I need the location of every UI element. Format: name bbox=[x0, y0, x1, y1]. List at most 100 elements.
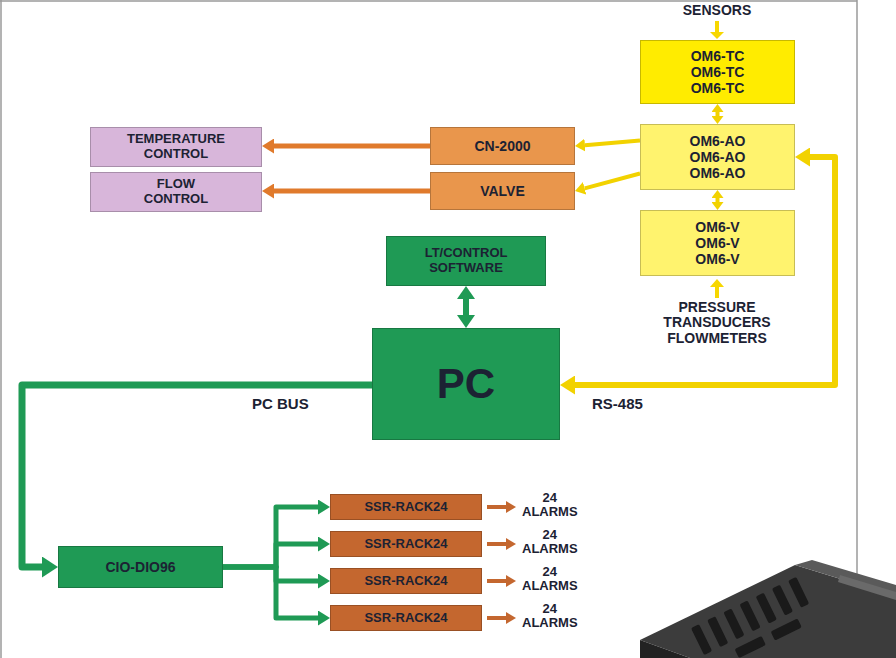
text-word: OM6-AO bbox=[690, 133, 746, 149]
text-word: ALARMS bbox=[522, 578, 578, 593]
connector-arrow bbox=[22, 385, 372, 567]
text-word: OM6-V bbox=[695, 251, 739, 267]
slot bbox=[723, 608, 744, 639]
arrow-shaft bbox=[715, 286, 719, 298]
input-module-box: OM6-TCOM6-TCOM6-TC bbox=[640, 40, 795, 104]
input-label: SENSORS bbox=[683, 3, 751, 18]
text-word: PC bbox=[252, 395, 273, 412]
arrow-head bbox=[506, 538, 516, 550]
io-board-box: CIO-DIO96 bbox=[58, 546, 223, 588]
computer-box: PC bbox=[372, 328, 560, 440]
relay-rack-box: SSR-RACK24 bbox=[330, 494, 482, 520]
frame-line bbox=[0, 0, 857, 2]
slot bbox=[788, 577, 809, 608]
text-word: OM6-TC bbox=[691, 64, 745, 80]
node-text: OM6-V bbox=[695, 251, 739, 267]
output-label: 24 ALARMS bbox=[522, 491, 578, 520]
alarm-arrows bbox=[487, 501, 516, 624]
bus-label: PC BUS bbox=[250, 396, 311, 413]
connector-arrow bbox=[223, 544, 318, 567]
text-word: 24 bbox=[543, 601, 557, 616]
arrow-shaft bbox=[487, 579, 507, 583]
text-word: RS-485 bbox=[592, 395, 643, 412]
arrow-head bbox=[710, 279, 724, 287]
node-text: LT/CONTROL SOFTWARE bbox=[425, 246, 508, 276]
text-word: OM6-AO bbox=[690, 149, 746, 165]
node-text: OM6-AO bbox=[690, 165, 746, 181]
instrument-illustration bbox=[640, 560, 896, 658]
text-word: PC bbox=[437, 360, 495, 407]
text-word: OM6-V bbox=[695, 235, 739, 251]
slot bbox=[771, 618, 802, 640]
slot bbox=[691, 624, 712, 655]
arrow-shaft bbox=[487, 542, 507, 546]
text-word: 24 bbox=[543, 490, 557, 505]
node-text: OM6-TC bbox=[691, 80, 745, 96]
connector-arrow bbox=[223, 567, 318, 618]
text-word: ALARMS bbox=[522, 615, 578, 630]
device-slots bbox=[691, 577, 817, 658]
text-word: BUS bbox=[277, 395, 309, 412]
control-box: FLOW CONTROL bbox=[90, 172, 262, 212]
connector-arrow bbox=[274, 144, 430, 149]
connector-arrow bbox=[575, 157, 835, 385]
control-box: TEMPERATURE CONTROL bbox=[90, 127, 262, 167]
node-text: OM6-V bbox=[695, 219, 739, 235]
frame-lines bbox=[0, 0, 857, 658]
connector-arrow bbox=[585, 174, 640, 189]
node-text: OM6-TC bbox=[691, 64, 745, 80]
node-text: CIO-DIO96 bbox=[105, 559, 175, 575]
relay-rack-box: SSR-RACK24 bbox=[330, 531, 482, 557]
bus-label: RS-485 bbox=[590, 396, 645, 413]
node-text: CN-2000 bbox=[474, 138, 530, 154]
arrow-head bbox=[506, 575, 516, 587]
output-label: 24 ALARMS bbox=[522, 565, 578, 594]
connector-arrow bbox=[223, 507, 318, 567]
text-word: OM6-AO bbox=[690, 165, 746, 181]
text-word: 24 bbox=[543, 527, 557, 542]
text-word: ALARMS bbox=[522, 541, 578, 556]
node-text: FLOW CONTROL bbox=[144, 177, 208, 207]
connector-arrow bbox=[274, 189, 430, 194]
text-word: FLOWMETERS bbox=[667, 330, 767, 346]
text-word: SSR-RACK24 bbox=[364, 536, 447, 551]
connector-arrow bbox=[716, 112, 720, 116]
slot bbox=[756, 593, 777, 624]
text-word: SENSORS bbox=[683, 2, 751, 18]
slot bbox=[707, 616, 728, 647]
text-word: OM6-V bbox=[695, 219, 739, 235]
arrow-shaft bbox=[487, 616, 507, 620]
text-word: OM6-TC bbox=[691, 80, 745, 96]
slot bbox=[735, 636, 766, 658]
arrow-shaft bbox=[715, 21, 719, 33]
arrow-shaft bbox=[487, 505, 507, 509]
frame-line bbox=[0, 0, 2, 658]
node-text: SSR-RACK24 bbox=[364, 537, 447, 552]
input-module-box: OM6-VOM6-VOM6-V bbox=[640, 210, 795, 276]
text-word: OM6-TC bbox=[691, 48, 745, 64]
frame-line bbox=[856, 0, 858, 592]
device-side bbox=[640, 640, 690, 658]
arrow-head bbox=[506, 612, 516, 624]
node-text: PC bbox=[437, 360, 495, 408]
node-text: VALVE bbox=[480, 183, 525, 199]
pressure-arrow bbox=[710, 279, 724, 298]
text-word: ALARMS bbox=[522, 504, 578, 519]
connector-arrow bbox=[585, 141, 640, 146]
node-text: SSR-RACK24 bbox=[364, 574, 447, 589]
text-word: CONTROL bbox=[144, 191, 208, 206]
text-word: VALVE bbox=[480, 183, 525, 199]
text-word: SOFTWARE bbox=[429, 260, 503, 275]
output-label: 24 ALARMS bbox=[522, 528, 578, 557]
text-word: TEMPERATURE bbox=[127, 131, 225, 146]
node-text: OM6-AO bbox=[690, 149, 746, 165]
node-text: SSR-RACK24 bbox=[364, 500, 447, 515]
arrow-head bbox=[710, 32, 724, 39]
sensor-arrow bbox=[710, 21, 724, 39]
output-label: 24 ALARMS bbox=[522, 602, 578, 631]
text-word: CIO-DIO96 bbox=[105, 559, 175, 575]
slot bbox=[772, 585, 793, 616]
node-text: OM6-V bbox=[695, 235, 739, 251]
